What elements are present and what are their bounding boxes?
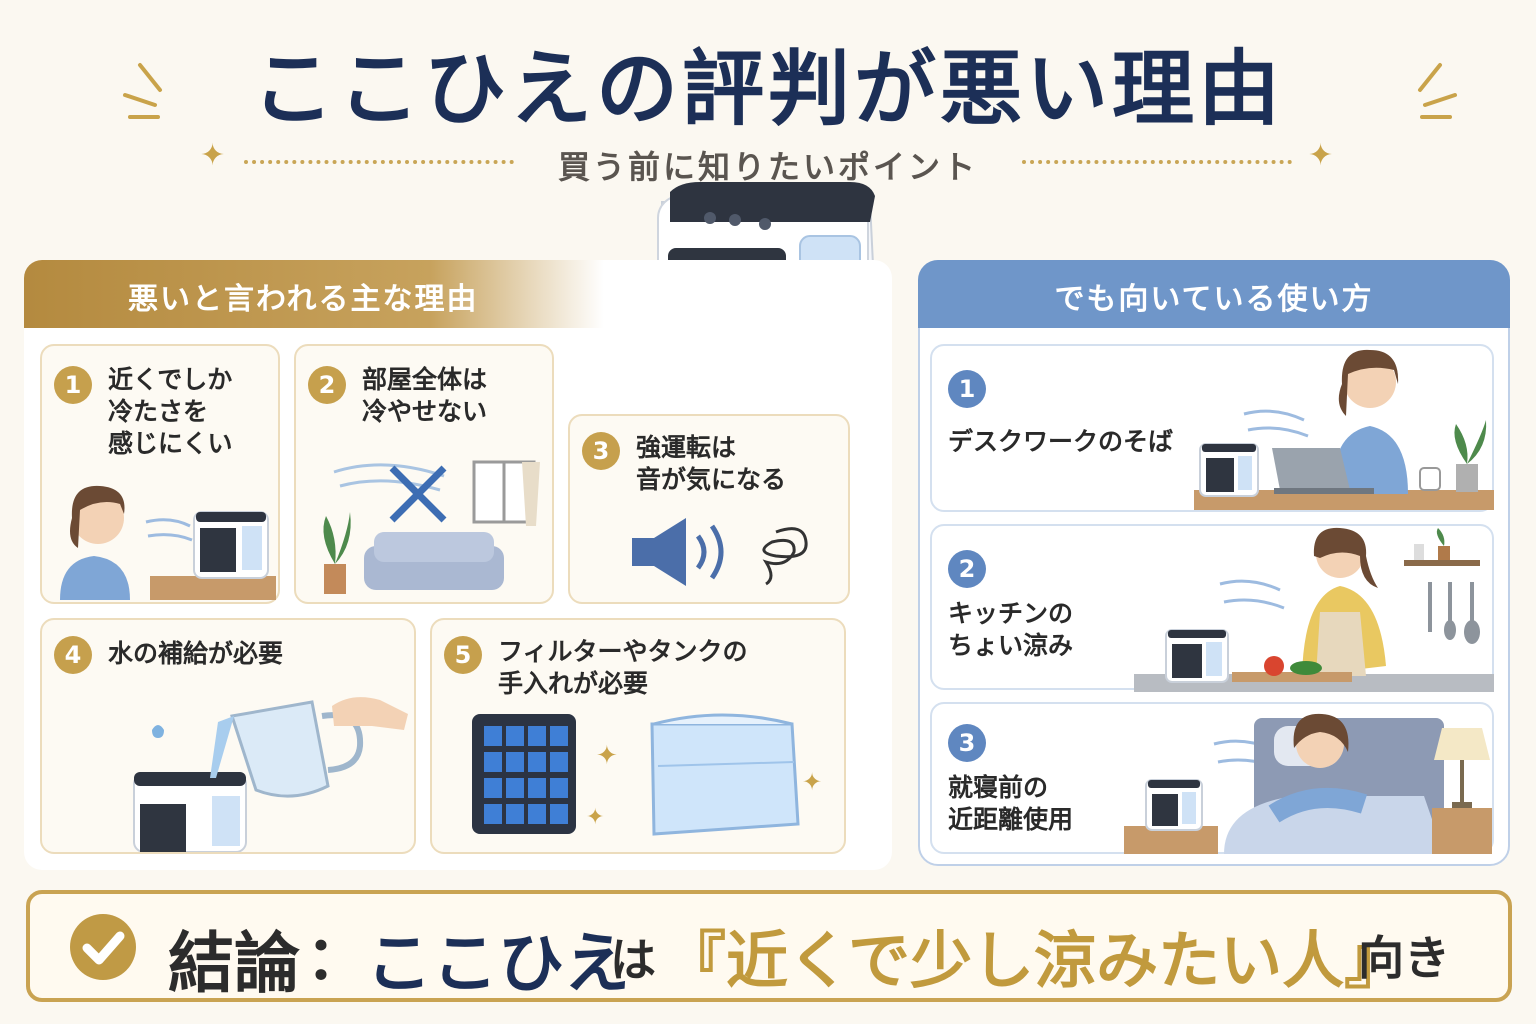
usage-number: 2 (948, 550, 986, 588)
dotted-divider (244, 160, 514, 164)
noise-illustration (632, 518, 808, 586)
tank-icon (650, 713, 800, 836)
sparkle-icon: ✦ (802, 768, 822, 796)
reason-number: 5 (444, 636, 482, 674)
conclusion-quote: 『近くで少し涼みたい人』 (664, 924, 1407, 997)
reason-card-4: 4 水の補給が必要 (40, 618, 416, 854)
usage-text: キッチンの ちょい涼み (948, 599, 1074, 660)
sparkle-icon: ✦ (200, 138, 226, 173)
page-title: ここひえの評判が悪い理由 (251, 42, 1284, 137)
reason-text: 部屋全体は 冷やせない (362, 365, 488, 426)
burst-right-icon (1418, 63, 1457, 119)
reason-card-2: 2 部屋全体は 冷やせない (294, 344, 554, 604)
desk-work-illustration (1194, 349, 1494, 510)
sparkle-icon: ✦ (586, 805, 604, 830)
conclusion-colon: ： (306, 924, 366, 994)
filter-tank-illustration: ✦ ✦ ✦ (472, 713, 822, 836)
noise-icon (762, 527, 808, 586)
reason-number: 1 (54, 366, 92, 404)
reason-number: 4 (54, 636, 92, 674)
usage-number: 1 (948, 370, 986, 408)
sparkle-icon: ✦ (596, 741, 618, 771)
filter-icon (472, 714, 576, 834)
reasons-banner: 悪いと言われる主な理由 (24, 260, 604, 328)
reason-card-3: 3 強運転は 音が気になる (568, 414, 850, 604)
reason-text: 近くでしか 冷たさを 感じにくい (108, 365, 233, 458)
speaker-icon (632, 518, 686, 586)
conclusion-box (26, 890, 1512, 1002)
reason-text: フィルターやタンクの 手入れが必要 (498, 637, 748, 698)
conclusion-label: 結論 (168, 925, 300, 1002)
conclusion-subject: ここひえ (366, 925, 630, 1002)
usage-card-2: 2 キッチンの ちょい涼み (930, 524, 1494, 692)
usage-card-3: 3 就寝前の 近距離使用 (930, 702, 1494, 854)
usage-card-1: 1 デスクワークのそば (930, 344, 1494, 512)
usage-banner: でも向いている使い方 (918, 260, 1510, 328)
reason-text: 水の補給が必要 (108, 639, 284, 668)
burst-left-icon (123, 63, 162, 119)
page-subtitle: 買う前に知りたいポイント (557, 148, 978, 186)
usage-heading: でも向いている使い方 (1054, 282, 1374, 317)
room-illustration (323, 460, 540, 594)
reason-number: 3 (582, 432, 620, 470)
kitchen-illustration (1134, 527, 1494, 692)
check-icon (70, 914, 136, 980)
reason-number: 2 (308, 366, 346, 404)
conclusion-suffix: 向き (1358, 931, 1450, 985)
water-refill-illustration (133, 697, 408, 852)
usage-text: 就寝前の 近距離使用 (948, 773, 1074, 834)
dotted-divider (1022, 160, 1292, 164)
woman-near-cooler-illustration (60, 485, 276, 600)
reasons-heading: 悪いと言われる主な理由 (128, 282, 479, 317)
sparkle-icon: ✦ (1308, 138, 1334, 173)
usage-text: デスクワークのそば (948, 427, 1174, 456)
reason-card-5: 5 フィルターやタンクの 手入れが必要 ✦ ✦ ✦ (430, 618, 846, 854)
conclusion-particle: は (610, 933, 656, 987)
reason-text: 強運転は 音が気になる (636, 433, 787, 494)
subtitle-row: ✦ 買う前に知りたいポイント ✦ (200, 138, 1336, 186)
reason-card-1: 1 近くでしか 冷たさを 感じにくい (40, 344, 280, 604)
usage-number: 3 (948, 724, 986, 762)
bedtime-illustration (1124, 713, 1492, 854)
